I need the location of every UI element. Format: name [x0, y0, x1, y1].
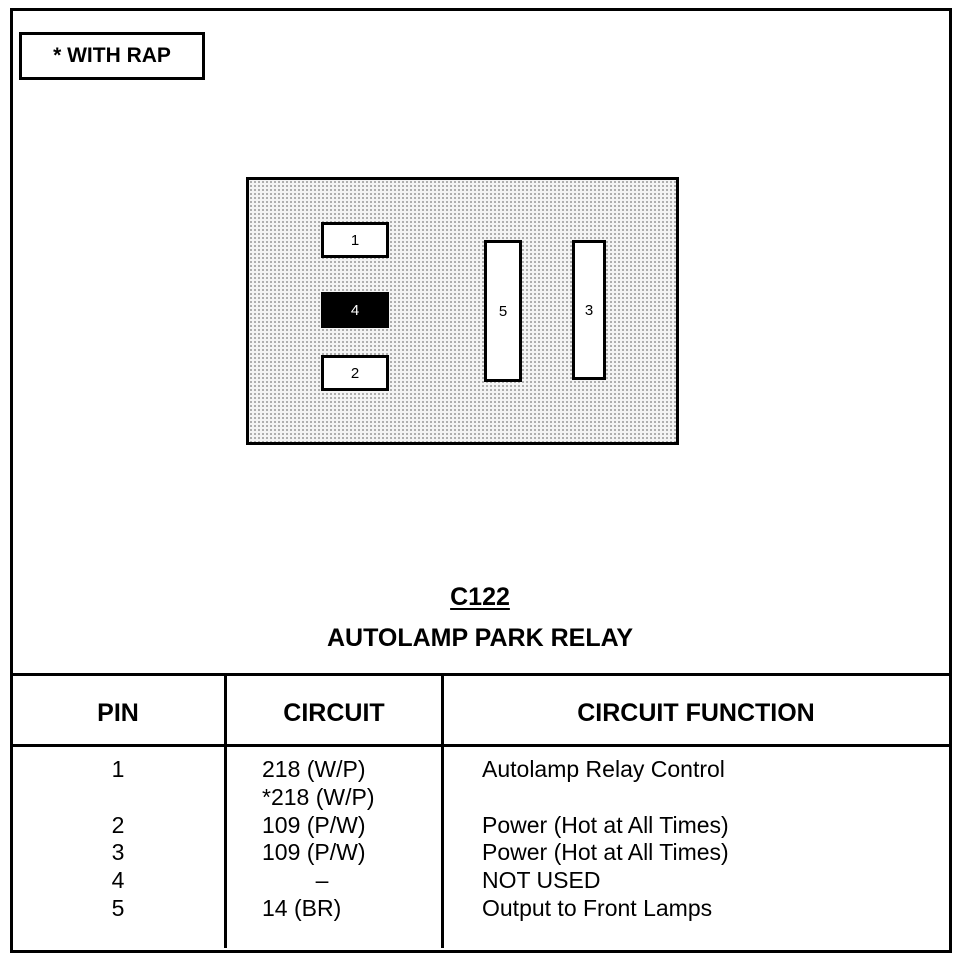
table-header-divider [10, 744, 949, 747]
circuit-cell: *218 (W/P) [262, 784, 375, 810]
header-circuit-function: CIRCUIT FUNCTION [577, 699, 815, 727]
legend-text: * WITH RAP [53, 44, 171, 67]
column-divider [224, 673, 227, 948]
connector-name: AUTOLAMP PARK RELAY [326, 624, 634, 652]
pin-cell: 4 [111, 867, 125, 893]
pin-cell: 5 [111, 895, 125, 921]
pin-cell: 2 [111, 812, 125, 838]
legend-box: * WITH RAP [19, 32, 205, 80]
header-pin: PIN [97, 699, 139, 727]
connector-id: C122 [10, 583, 950, 612]
pin-label: 5 [498, 302, 508, 320]
pin-label: 2 [350, 364, 360, 382]
circuit-cell: 218 (W/P) [262, 756, 366, 782]
circuit-cell: 14 (BR) [262, 895, 342, 921]
function-cell: Output to Front Lamps [482, 895, 713, 921]
table-top-border [10, 673, 949, 676]
circuit-cell: 109 (P/W) [262, 812, 366, 838]
pin-5-cavity: 5 [484, 240, 522, 382]
pin-cell: 1 [111, 756, 125, 782]
diagram-frame [10, 8, 952, 953]
function-cell: Autolamp Relay Control [482, 756, 725, 782]
function-cell: NOT USED [482, 867, 601, 893]
pin-label: 4 [350, 301, 360, 319]
pin-3-cavity: 3 [572, 240, 606, 380]
header-circuit: CIRCUIT [283, 699, 385, 727]
column-divider [441, 673, 444, 948]
circuit-cell: – [315, 867, 329, 893]
pin-label: 1 [350, 231, 360, 249]
pin-label: 3 [584, 301, 594, 319]
function-cell: Power (Hot at All Times) [482, 839, 729, 865]
connector-id-text: C122 [450, 583, 510, 611]
pin-1-cavity: 1 [321, 222, 389, 258]
circuit-cell: 109 (P/W) [262, 839, 366, 865]
pin-2-cavity: 2 [321, 355, 389, 391]
pin-cell: 3 [111, 839, 125, 865]
pin-4-cavity: 4 [321, 292, 389, 328]
function-cell: Power (Hot at All Times) [482, 812, 729, 838]
connector-face: 1 4 2 5 3 [246, 177, 679, 445]
